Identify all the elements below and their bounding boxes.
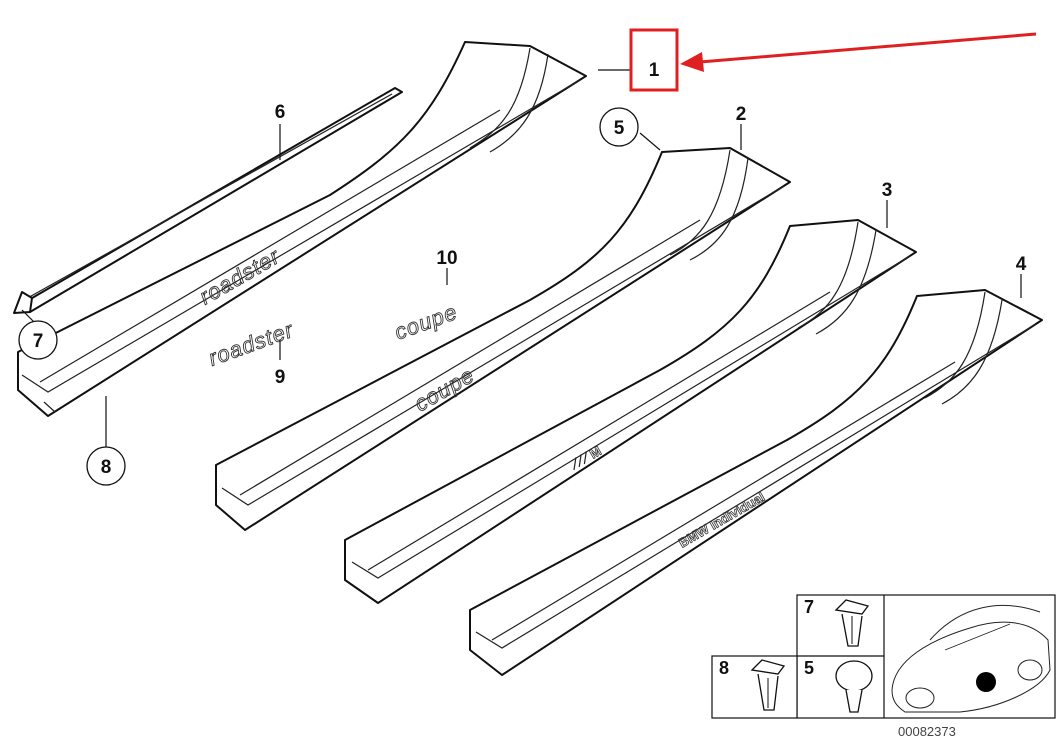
reference-number: 00082373 [898, 724, 956, 739]
callout-1: 1 [649, 60, 660, 81]
callout-7-circle: 7 [18, 320, 58, 360]
callout-2: 2 [736, 104, 747, 125]
callout-8: 8 [101, 457, 112, 478]
callout-1-highlight-box [629, 28, 679, 92]
emblem-coupe-loose: coupe [391, 299, 461, 345]
callout-5-circle: 5 [599, 107, 639, 147]
callout-10: 10 [436, 248, 457, 269]
callout-7: 7 [33, 331, 44, 352]
part-3-sill-strip [344, 219, 917, 604]
inset-label-8: 8 [719, 658, 729, 678]
emblem-roadster-loose: roadster [205, 317, 298, 371]
inset-panel: 7 8 5 [711, 594, 1056, 719]
callout-9: 9 [275, 367, 286, 388]
clip-8-icon [750, 659, 786, 711]
callout-6: 6 [275, 102, 286, 123]
arrow-icon [680, 32, 1037, 72]
clip-5-icon [835, 660, 873, 713]
clip-7-icon [834, 599, 870, 647]
inset-label-5: 5 [804, 658, 814, 678]
part-2-sill-strip [215, 147, 791, 531]
inset-label-7: 7 [804, 597, 814, 617]
callout-3: 3 [882, 180, 893, 201]
part-1-sill-strip [17, 41, 587, 417]
callout-5: 5 [614, 118, 625, 139]
callout-4: 4 [1016, 254, 1027, 275]
callout-8-circle: 8 [86, 446, 126, 486]
location-dot-icon [976, 672, 996, 692]
part-4-sill-strip [469, 289, 1043, 676]
car-icon [891, 604, 1051, 713]
